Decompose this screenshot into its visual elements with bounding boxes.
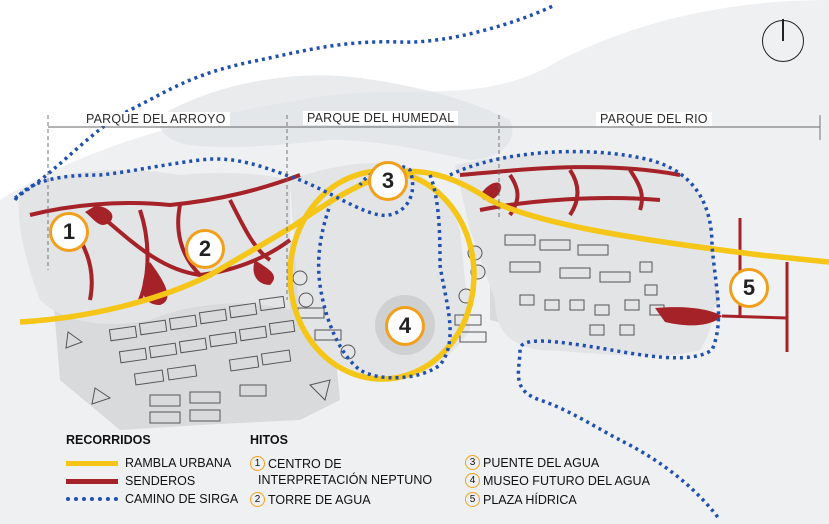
hito-label: CENTRO DE <box>268 456 342 471</box>
hito-number: 5 <box>465 492 480 507</box>
legend-item-rambla-urbana: RAMBLA URBANA <box>66 456 231 470</box>
legend-item-camino-de-sirga: CAMINO DE SIRGA <box>66 492 238 506</box>
marker-1[interactable]: 1 <box>49 212 89 252</box>
senderos-network <box>29 165 681 301</box>
hito-number: 4 <box>465 473 480 488</box>
senderos-swatch <box>66 478 118 484</box>
hito-label: PUENTE DEL AGUA <box>483 455 600 470</box>
zone-dividers <box>47 115 821 300</box>
hito-label: PLAZA HÍDRICA <box>483 492 577 507</box>
building-blocks <box>65 234 665 424</box>
marker-4[interactable]: 4 <box>385 306 425 346</box>
hito-label: TORRE DE AGUA <box>268 492 371 507</box>
legend-label: CAMINO DE SIRGA <box>125 492 239 506</box>
legend-label: SENDEROS <box>125 474 196 488</box>
hito-number: 3 <box>465 455 480 470</box>
camino-de-sirga-route <box>13 3 722 522</box>
marker-5[interactable]: 5 <box>729 268 769 308</box>
legend-hito-5: 5 PLAZA HÍDRICA <box>465 492 577 507</box>
zone-label-parque-del-humedal: PARQUE DEL HUMEDAL <box>303 111 459 125</box>
legend-hito-1: 1 CENTRO DE <box>250 456 342 471</box>
zone-label-parque-del-rio: PARQUE DEL RIO <box>596 112 712 126</box>
rambla-swatch <box>66 460 118 466</box>
legend-recorridos-title: RECORRIDOS <box>66 433 151 447</box>
hito-label: MUSEO FUTURO DEL AGUA <box>483 473 650 488</box>
legend-item-senderos: SENDEROS <box>66 474 195 488</box>
legend-hitos-title: HITOS <box>250 433 288 447</box>
marker-2[interactable]: 2 <box>185 229 225 269</box>
zone-label-parque-del-arroyo: PARQUE DEL ARROYO <box>82 112 230 126</box>
legend-hito-1-line2: INTERPRETACIÓN NEPTUNO <box>258 473 432 487</box>
north-compass-icon <box>762 19 804 62</box>
hito-number: 2 <box>250 492 265 507</box>
legend-hito-3: 3 PUENTE DEL AGUA <box>465 455 599 470</box>
sirga-swatch <box>66 497 118 501</box>
legend-hito-4: 4 MUSEO FUTURO DEL AGUA <box>465 473 650 488</box>
hito-number: 1 <box>250 456 265 471</box>
hito-label: INTERPRETACIÓN NEPTUNO <box>258 473 433 487</box>
marker-3[interactable]: 3 <box>368 161 408 201</box>
legend-label: RAMBLA URBANA <box>125 456 232 470</box>
compass-needle <box>782 19 784 41</box>
legend-hito-2: 2 TORRE DE AGUA <box>250 492 371 507</box>
